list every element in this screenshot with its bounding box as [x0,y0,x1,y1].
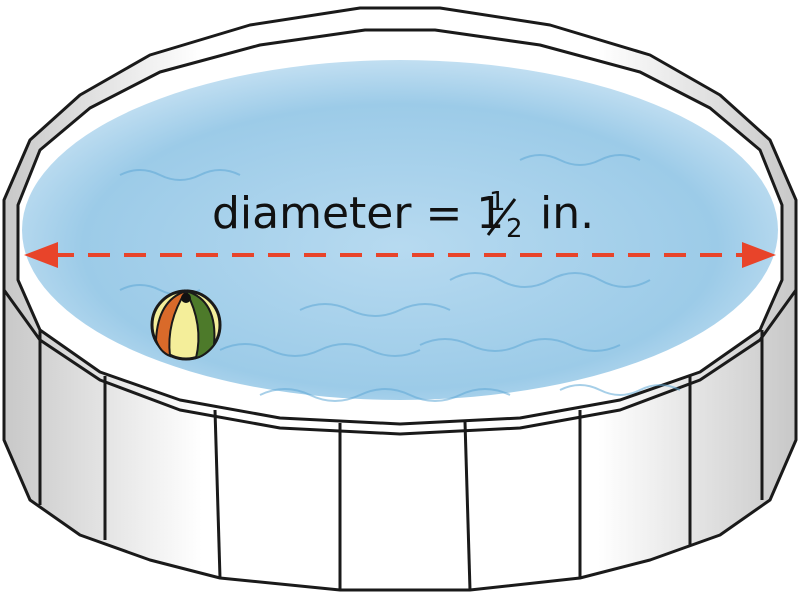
diameter-arrow-icon [24,242,776,268]
label-fraction-numerator: 1 [489,187,506,217]
beach-ball-icon [150,289,222,361]
label-suffix: in. [540,188,594,239]
pool-wall-edge [2,289,798,436]
water-waves [119,154,681,402]
label-fraction-denominator: 2 [506,214,523,244]
diameter-label: diameter = 1 1 2 in. [212,187,594,244]
pool-wall-panels [38,330,764,591]
fraction-slash [486,198,517,236]
pool-icon [2,6,798,592]
label-prefix: diameter = 1 [212,188,504,239]
